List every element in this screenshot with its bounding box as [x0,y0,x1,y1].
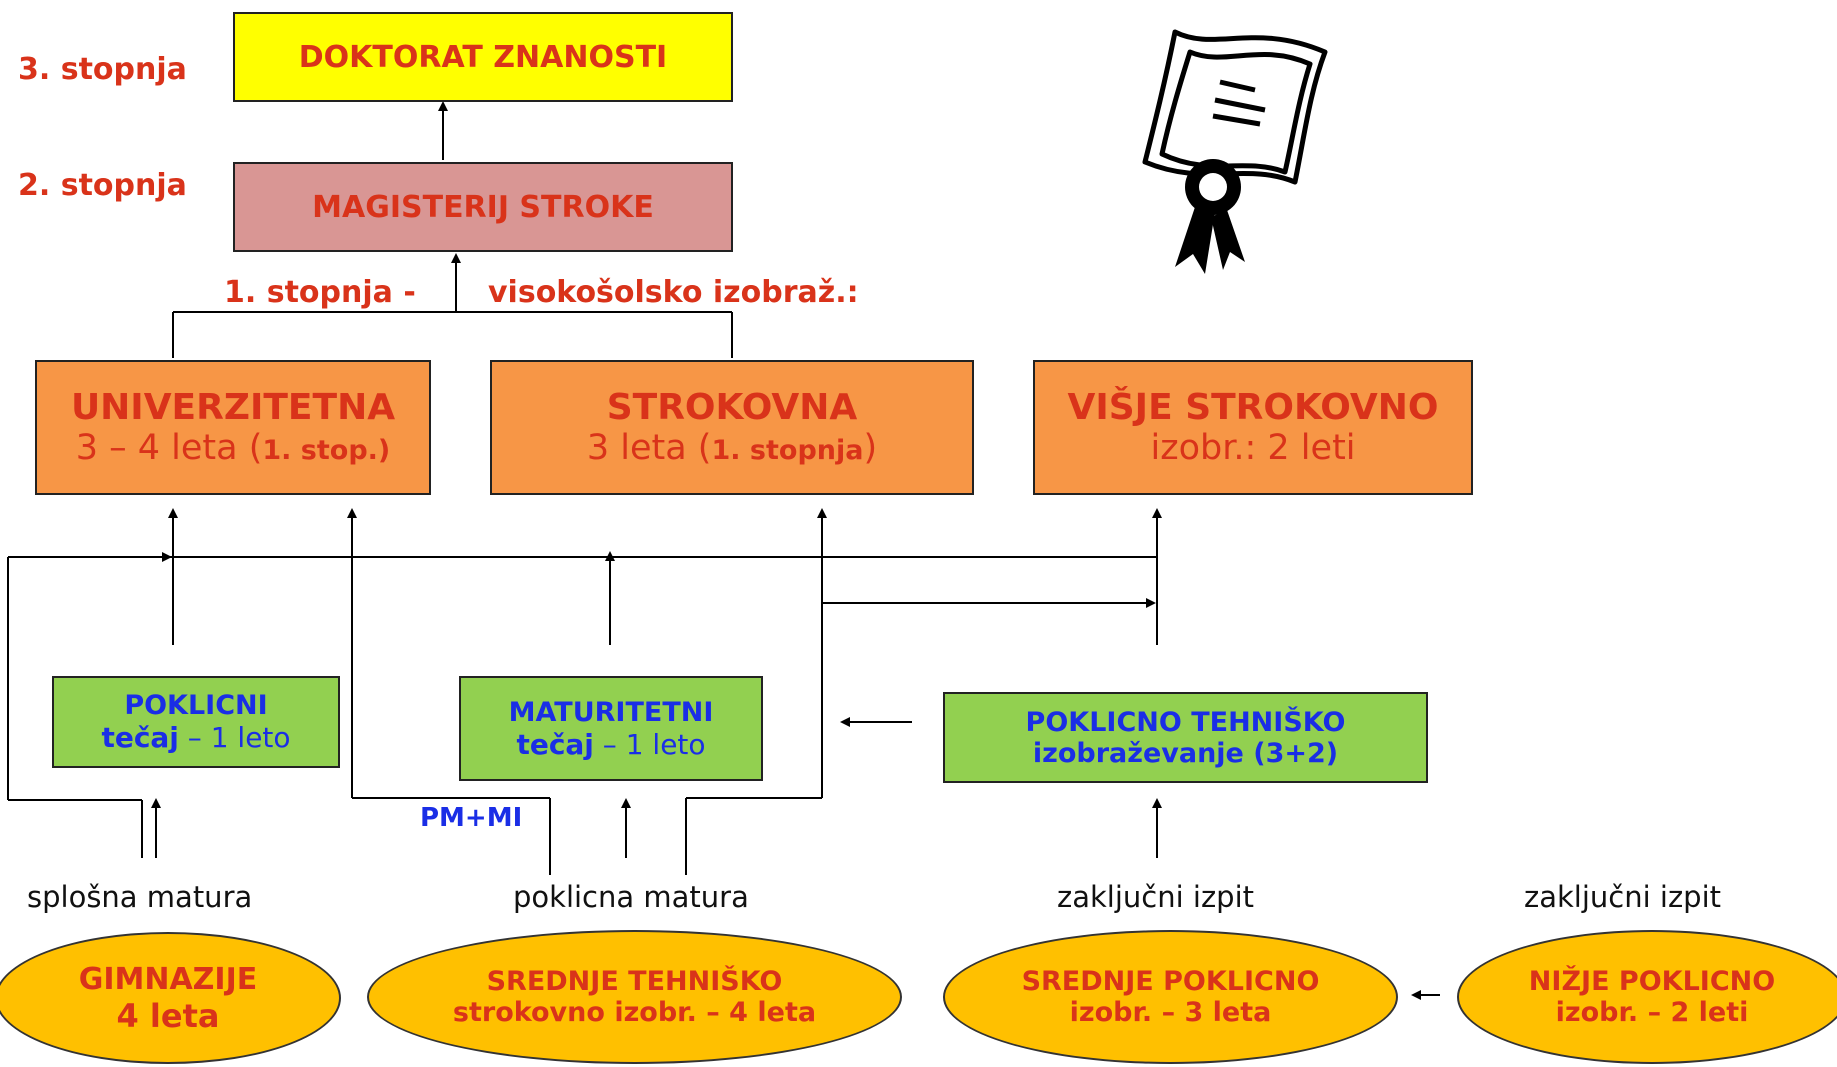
university-box: UNIVERZITETNA 3 – 4 leta (1. stop.) [35,360,431,495]
higher-vocational-box: VIŠJE STROKOVNO izobr.: 2 leti [1033,360,1473,495]
professional-title: STROKOVNA [606,387,858,428]
matura-course-title: MATURITETNI [508,696,714,728]
university-title: UNIVERZITETNA [70,387,396,428]
doctorate-title: DOKTORAT ZNANOSTI [298,39,668,75]
school-secondary-technical-line2: strokovno izobr. – 4 leta [452,997,817,1028]
diploma-certificate-icon [1142,29,1328,274]
pm-mi-label: PM+MI [420,803,523,833]
school-lower-vocational: NIŽJE POKLICNO izobr. – 2 leti [1457,930,1837,1064]
exam-vocational-matura: poklicna matura [513,880,749,914]
school-lower-vocational-line2: izobr. – 2 leti [1555,997,1749,1028]
vocational-technical-line2: izobraževanje (3+2) [1032,737,1339,769]
school-secondary-vocational: SREDNJE POKLICNO izobr. – 3 leta [943,930,1398,1064]
school-secondary-vocational-line1: SREDNJE POKLICNO [1021,966,1320,997]
master-box: MAGISTERIJ STROKE [233,162,733,252]
vocational-course-box: POKLICNI tečaj – 1 leto [52,676,340,768]
exam-final-2: zaključni izpit [1524,880,1721,914]
school-secondary-vocational-line2: izobr. – 3 leta [1069,997,1272,1028]
exam-general-matura: splošna matura [27,880,253,914]
university-subtitle: 3 – 4 leta (1. stop.) [75,428,391,468]
doctorate-box: DOKTORAT ZNANOSTI [233,12,733,102]
matura-course-subtitle: tečaj – 1 leto [516,727,706,761]
master-title: MAGISTERIJ STROKE [312,189,654,225]
school-gymnasium-line1: GIMNAZIJE [78,961,258,997]
level-1-label-left: 1. stopnja - [224,275,416,310]
higher-vocational-subtitle: izobr.: 2 leti [1150,428,1356,468]
matura-course-box: MATURITETNI tečaj – 1 leto [459,676,763,781]
vocational-course-subtitle: tečaj – 1 leto [101,721,291,754]
level-3-label: 3. stopnja [18,52,187,87]
exam-final-1: zaključni izpit [1057,880,1254,914]
level-2-label: 2. stopnja [18,168,187,203]
school-lower-vocational-line1: NIŽJE POKLICNO [1528,966,1776,997]
professional-subtitle: 3 leta (1. stopnja) [586,428,878,468]
vocational-technical-line1: POKLICNO TEHNIŠKO [1025,706,1346,738]
higher-vocational-title: VIŠJE STROKOVNO [1067,387,1439,428]
school-secondary-technical: SREDNJE TEHNIŠKO strokovno izobr. – 4 le… [367,930,902,1064]
school-gymnasium-line2: 4 leta [116,996,220,1035]
vocational-course-title: POKLICNI [124,690,268,721]
professional-box: STROKOVNA 3 leta (1. stopnja) [490,360,974,495]
school-secondary-technical-line1: SREDNJE TEHNIŠKO [486,966,783,997]
level-1-label-right: visokošolsko izobraž.: [488,275,859,310]
vocational-technical-box: POKLICNO TEHNIŠKO izobraževanje (3+2) [943,692,1428,783]
school-gymnasium: GIMNAZIJE 4 leta [0,932,341,1064]
